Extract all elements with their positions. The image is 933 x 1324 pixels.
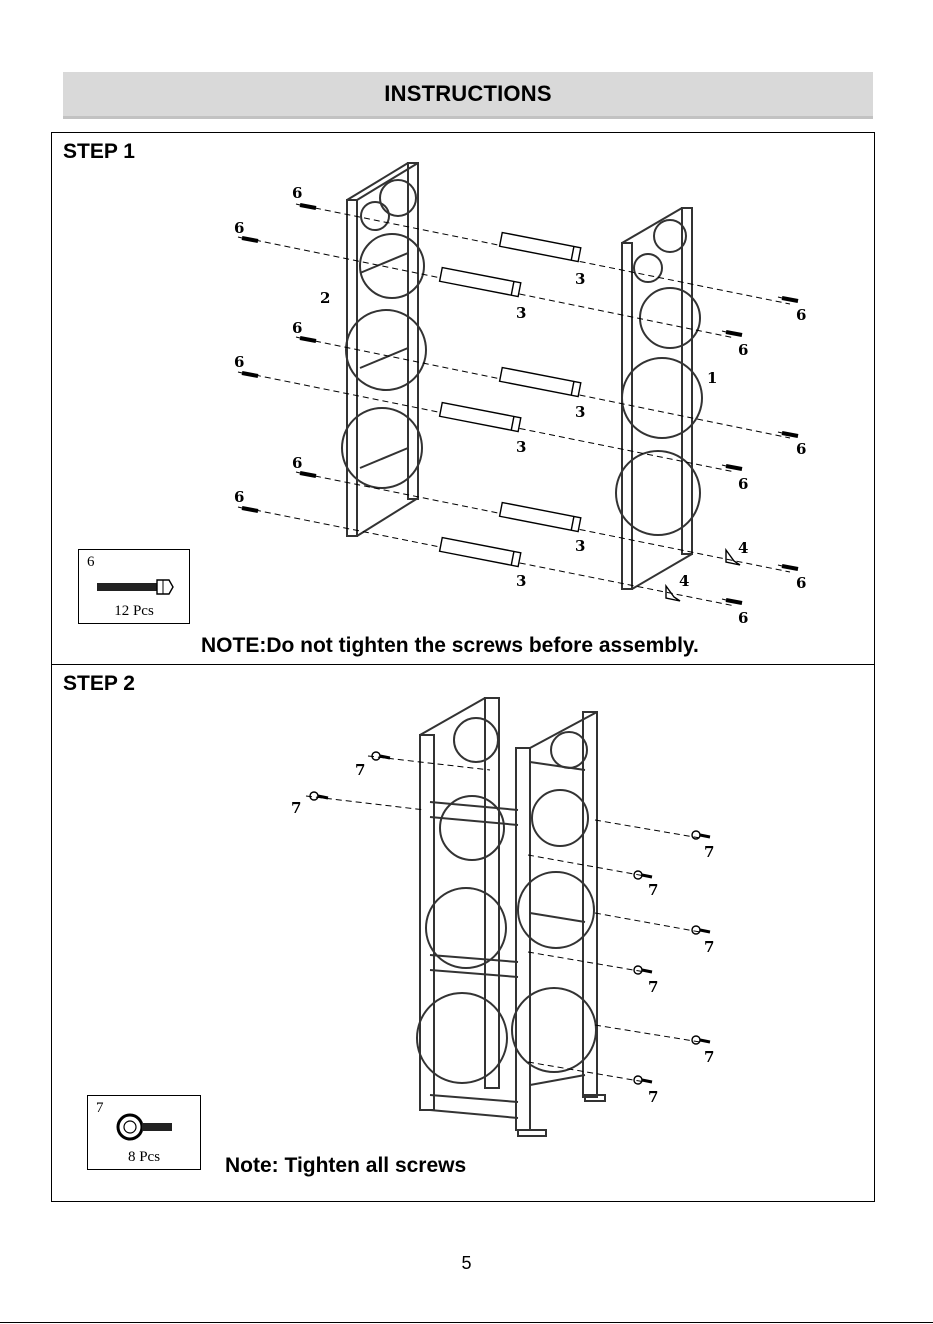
- callout-screw: 6: [796, 574, 806, 592]
- bottom-rule: [0, 1322, 933, 1323]
- callout-screw: 6: [234, 219, 244, 237]
- callout-rail: 3: [516, 572, 526, 590]
- eye-screw-icon: [114, 1110, 184, 1144]
- instructions-header: INSTRUCTIONS: [63, 72, 873, 119]
- callout-right-panel: 1: [707, 369, 717, 387]
- callout-rail: 3: [516, 304, 526, 322]
- callout-screw: 6: [738, 475, 748, 493]
- callout-rail: 3: [516, 438, 526, 456]
- callout-bracket: 4: [679, 572, 689, 590]
- callout-rail: 3: [575, 537, 585, 555]
- part-number: 7: [96, 1100, 104, 1117]
- callout-eye-screw: 7: [648, 881, 658, 899]
- callout-bracket: 4: [738, 539, 748, 557]
- part-6-box: 6 12 Pcs: [78, 549, 190, 624]
- callout-screw: 6: [292, 319, 302, 337]
- callout-screw: 6: [738, 341, 748, 359]
- step-divider: [51, 664, 875, 665]
- page-title: INSTRUCTIONS: [384, 81, 551, 107]
- part-quantity: 12 Pcs: [79, 603, 189, 620]
- page-number: 5: [0, 1253, 933, 1274]
- callout-eye-screw: 7: [291, 799, 301, 817]
- step-1-note: NOTE:Do not tighten the screws before as…: [201, 634, 699, 658]
- callout-screw: 6: [292, 454, 302, 472]
- callout-screw: 6: [796, 306, 806, 324]
- callout-eye-screw: 7: [648, 1088, 658, 1106]
- callout-screw: 6: [738, 609, 748, 627]
- callout-eye-screw: 7: [704, 843, 714, 861]
- step-2-label: STEP 2: [63, 672, 135, 696]
- callout-rail: 3: [575, 403, 585, 421]
- callout-eye-screw: 7: [704, 1048, 714, 1066]
- callout-rail: 3: [575, 270, 585, 288]
- part-quantity: 8 Pcs: [88, 1149, 200, 1166]
- callout-screw: 6: [234, 353, 244, 371]
- step-1-exploded-diagram: 6 6 6 6 6 6 6 6 6 6 6 6 3 3 3 3 3 3 2 1 …: [230, 158, 830, 628]
- callout-eye-screw: 7: [648, 978, 658, 996]
- part-number: 6: [87, 554, 95, 571]
- part-7-box: 7 8 Pcs: [87, 1095, 201, 1170]
- callout-eye-screw: 7: [355, 761, 365, 779]
- bolt-icon: [95, 577, 175, 597]
- callout-screw: 6: [234, 488, 244, 506]
- step-2-assembly-diagram: 7 7 7 7 7 7 7 7: [280, 690, 750, 1150]
- callout-eye-screw: 7: [704, 938, 714, 956]
- callout-screw: 6: [292, 184, 302, 202]
- step-1-label: STEP 1: [63, 140, 135, 164]
- step-2-note: Note: Tighten all screws: [225, 1154, 466, 1178]
- callout-screw: 6: [796, 440, 806, 458]
- callout-left-panel: 2: [320, 289, 330, 307]
